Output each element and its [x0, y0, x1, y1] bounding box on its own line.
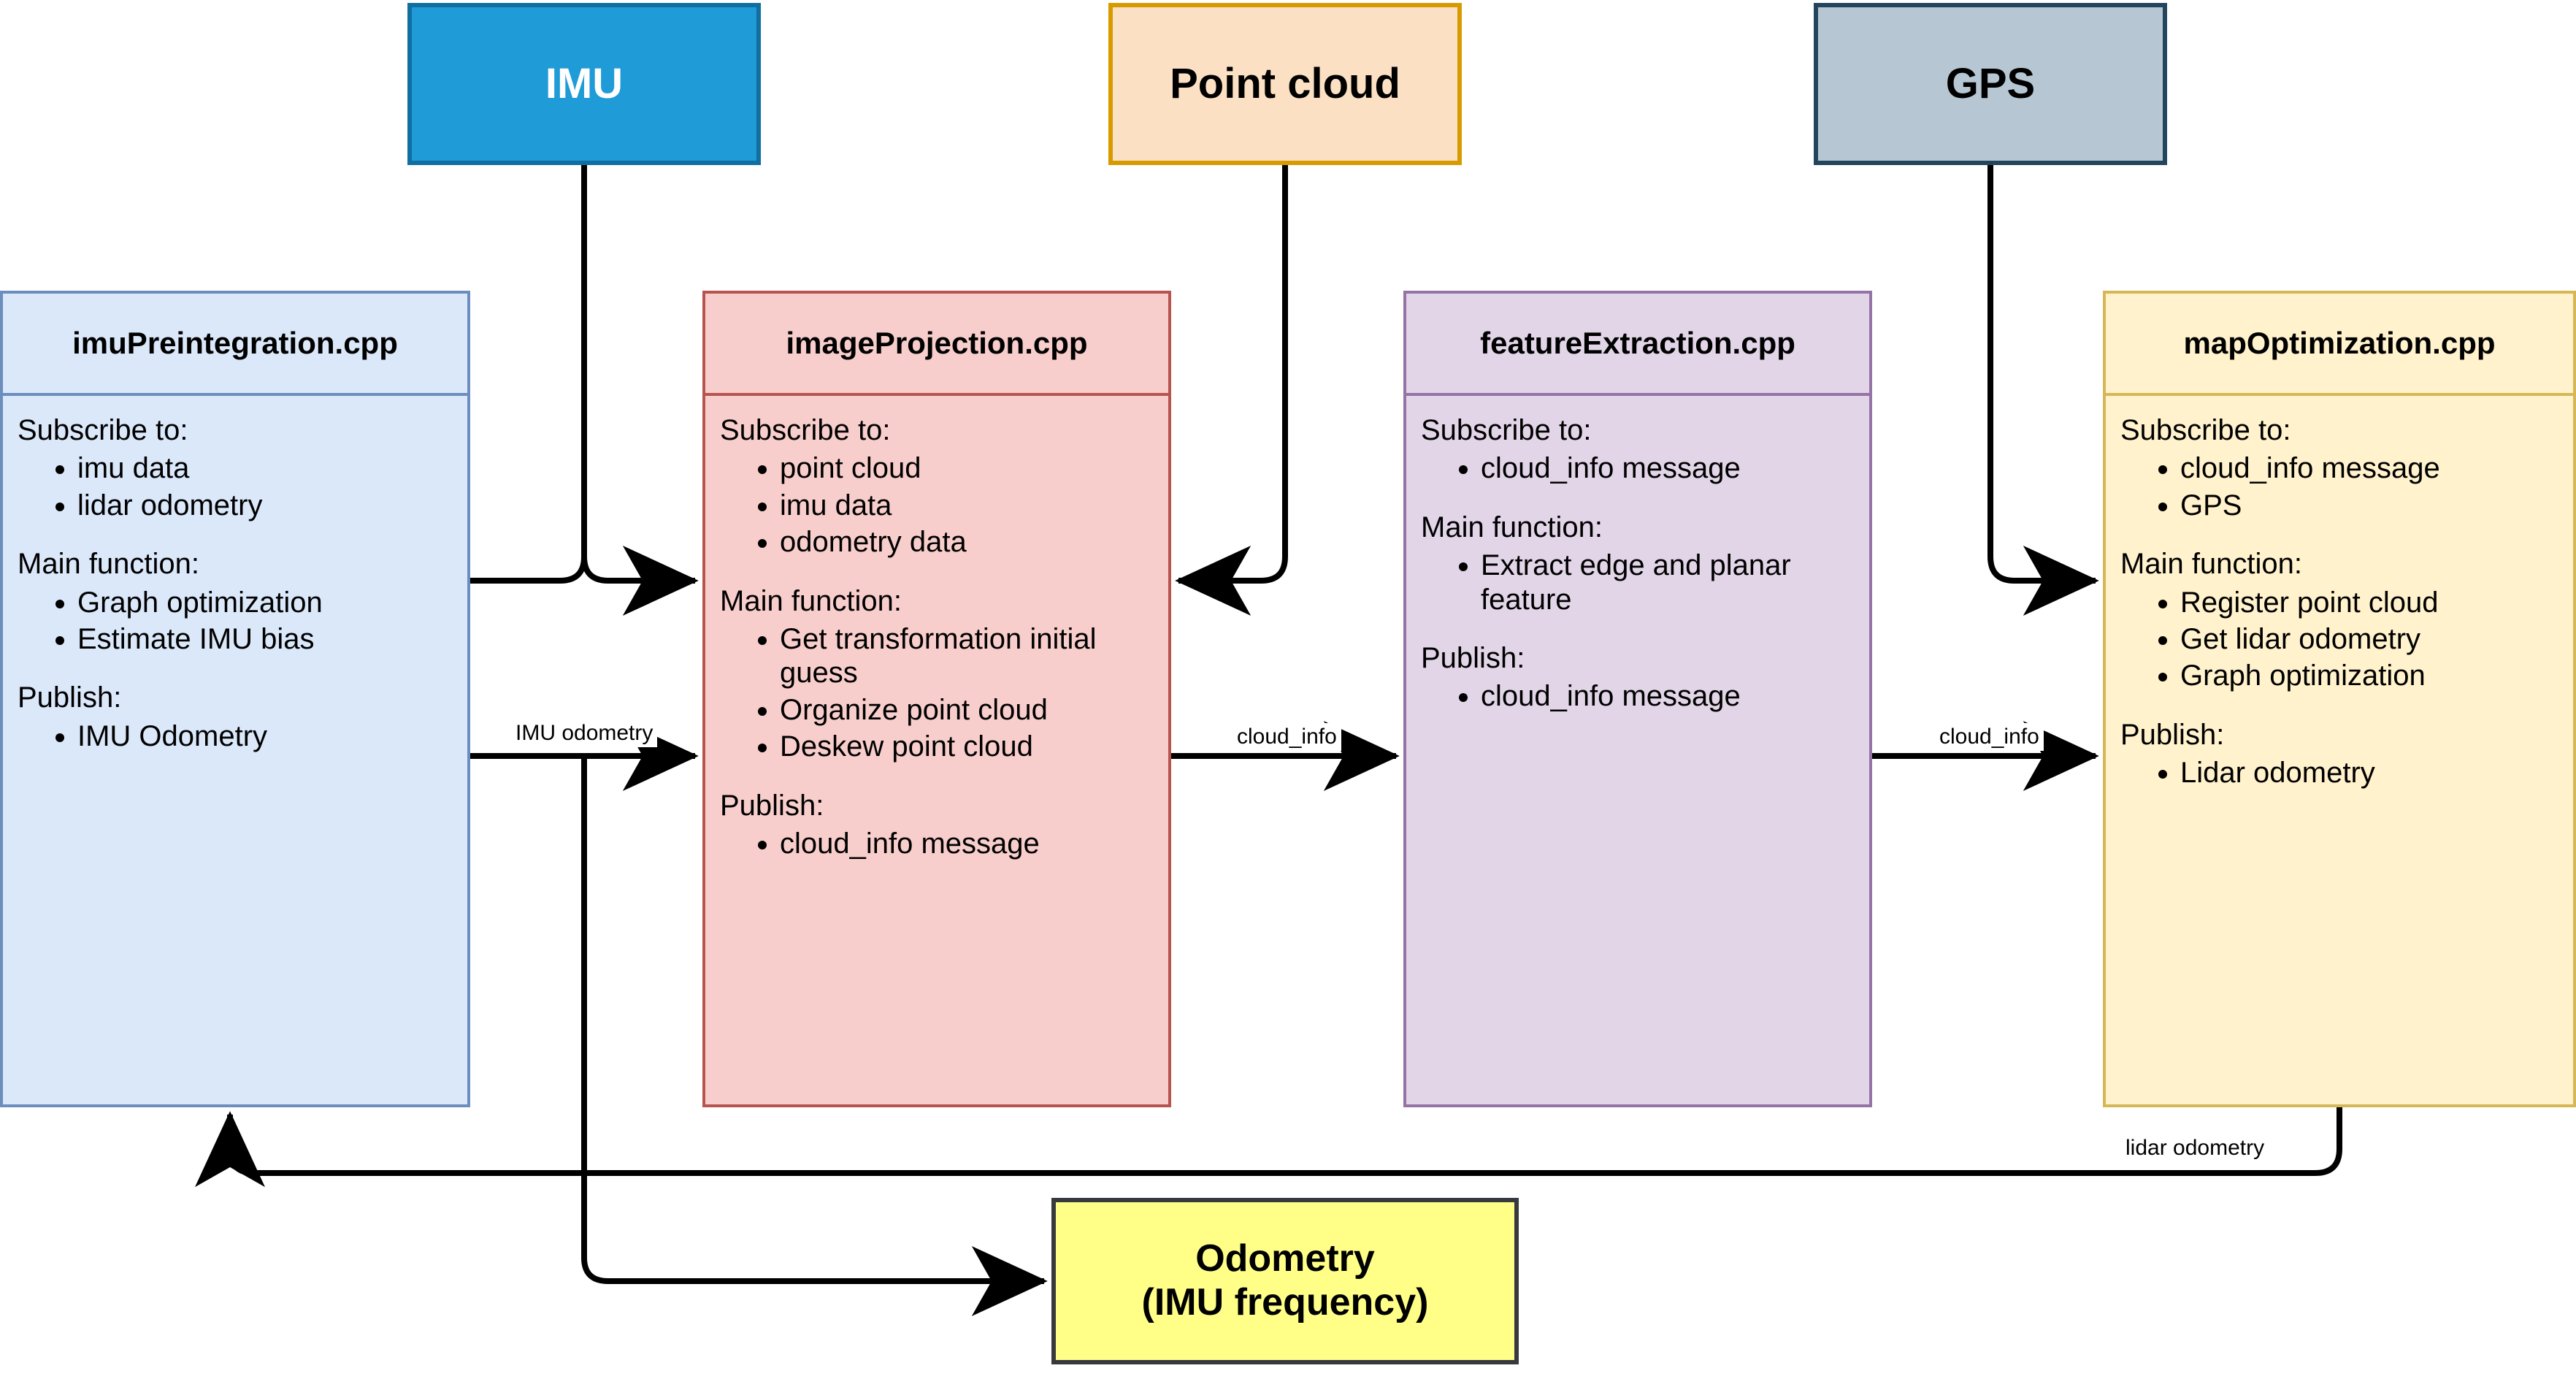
main-function-list: Graph optimization Estimate IMU bias: [18, 586, 453, 657]
node-title-imu-preintegration: imuPreintegration.cpp: [3, 294, 467, 396]
node-body-map-optimization: Subscribe to: cloud_info message GPS Mai…: [2106, 396, 2573, 1104]
list-item: odometry data: [780, 525, 1154, 559]
list-item: Lidar odometry: [2180, 756, 2558, 790]
edge-label-lidar-odometry: lidar odometry: [2121, 1134, 2269, 1162]
list-item: imu data: [77, 451, 453, 485]
list-item: Deskew point cloud: [780, 730, 1154, 763]
edge-label-cloud-info-2: cloud_info: [1935, 723, 2044, 751]
node-image-projection[interactable]: imageProjection.cpp Subscribe to: point …: [702, 291, 1171, 1107]
list-item: Estimate IMU bias: [77, 622, 453, 656]
list-item: cloud_info message: [1481, 679, 1855, 713]
source-box-gps[interactable]: GPS: [1814, 3, 2167, 165]
subscribe-label: Subscribe to:: [18, 414, 188, 446]
point-cloud-label: Point cloud: [1170, 59, 1400, 107]
list-item: cloud_info message: [780, 827, 1154, 860]
subscribe-list: cloud_info message: [1421, 451, 1855, 485]
list-item: Graph optimization: [2180, 659, 2558, 692]
node-imu-preintegration[interactable]: imuPreintegration.cpp Subscribe to: imu …: [0, 291, 470, 1107]
imu-label: IMU: [545, 59, 624, 107]
list-item: lidar odometry: [77, 489, 453, 522]
list-item: Extract edge and planar feature: [1481, 549, 1855, 616]
subscribe-label: Subscribe to:: [1421, 414, 1592, 446]
subscribe-list: imu data lidar odometry: [18, 451, 453, 522]
edge-mapoptimization-to-imupreintegration: [195, 1107, 2342, 1188]
source-box-imu[interactable]: IMU: [407, 3, 761, 165]
node-body-image-projection: Subscribe to: point cloud imu data odome…: [705, 396, 1168, 1104]
main-function-label: Main function:: [18, 548, 200, 581]
sink-box-odometry[interactable]: Odometry (IMU frequency): [1051, 1198, 1519, 1364]
list-item: Organize point cloud: [780, 693, 1154, 727]
node-title-feature-extraction: featureExtraction.cpp: [1406, 294, 1869, 396]
node-body-feature-extraction: Subscribe to: cloud_info message Main fu…: [1406, 396, 1869, 1104]
main-function-label: Main function:: [720, 584, 902, 617]
source-box-point-cloud[interactable]: Point cloud: [1108, 3, 1462, 165]
main-function-label: Main function:: [2120, 548, 2303, 581]
list-item: Register point cloud: [2180, 586, 2558, 619]
subscribe-list: cloud_info message GPS: [2120, 451, 2558, 522]
list-item: GPS: [2180, 489, 2558, 522]
odometry-label-line2: (IMU frequency): [1141, 1281, 1429, 1323]
publish-label: Publish:: [18, 681, 122, 714]
publish-list: cloud_info message: [720, 827, 1154, 860]
list-item: Get lidar odometry: [2180, 622, 2558, 656]
node-feature-extraction[interactable]: featureExtraction.cpp Subscribe to: clou…: [1403, 291, 1872, 1107]
publish-list: IMU Odometry: [18, 719, 453, 753]
main-function-label: Main function:: [1421, 511, 1603, 543]
main-function-list: Extract edge and planar feature: [1421, 549, 1855, 616]
gps-label: GPS: [1945, 59, 2036, 107]
node-map-optimization[interactable]: mapOptimization.cpp Subscribe to: cloud_…: [2103, 291, 2576, 1107]
list-item: cloud_info message: [2180, 451, 2558, 485]
list-item: Graph optimization: [77, 586, 453, 619]
edge-label-imu-odometry: IMU odometry: [511, 719, 658, 747]
publish-list: Lidar odometry: [2120, 756, 2558, 790]
subscribe-list: point cloud imu data odometry data: [720, 451, 1154, 559]
publish-list: cloud_info message: [1421, 679, 1855, 713]
publish-label: Publish:: [1421, 641, 1525, 674]
node-body-imu-preintegration: Subscribe to: imu data lidar odometry Ma…: [3, 396, 467, 1104]
subscribe-label: Subscribe to:: [720, 414, 891, 446]
list-item: cloud_info message: [1481, 451, 1855, 485]
list-item: Get transformation initial guess: [780, 622, 1154, 690]
node-title-image-projection: imageProjection.cpp: [705, 294, 1168, 396]
edge-label-cloud-info-1: cloud_info: [1233, 723, 1341, 751]
node-title-map-optimization: mapOptimization.cpp: [2106, 294, 2573, 396]
publish-label: Publish:: [2120, 718, 2225, 751]
list-item: imu data: [780, 489, 1154, 522]
edge-gps-to-mapoptimization: [1987, 165, 2099, 616]
main-function-list: Get transformation initial guess Organiz…: [720, 622, 1154, 764]
subscribe-label: Subscribe to:: [2120, 414, 2291, 446]
list-item: point cloud: [780, 451, 1154, 485]
odometry-label-line1: Odometry: [1195, 1237, 1375, 1280]
edge-pointcloud-to-imageprojection: [1175, 165, 1288, 616]
main-function-list: Register point cloud Get lidar odometry …: [2120, 586, 2558, 693]
publish-label: Publish:: [720, 789, 824, 822]
list-item: IMU Odometry: [77, 719, 453, 753]
